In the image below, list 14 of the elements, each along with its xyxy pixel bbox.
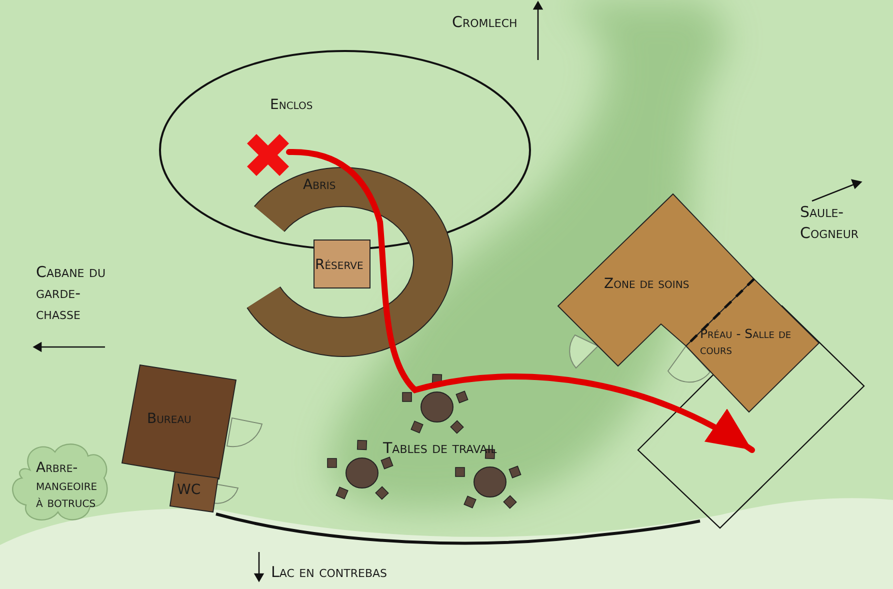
area-label: Enclos (270, 97, 314, 114)
map-label: Lac en contrebas (271, 562, 388, 583)
route-arrow (286, 149, 755, 453)
map-label: Cromlech (452, 12, 518, 33)
area-label: Zone de soins (604, 276, 690, 294)
area-label: Abris (303, 177, 337, 194)
area-label: Arbre-mangeoire à botrucs (36, 460, 98, 512)
map-label: Cabane du garde-chasse (36, 262, 107, 325)
map-label: Tables de travail (383, 438, 498, 459)
map-label: Saule-Cogneur (800, 202, 860, 244)
area-label: WC (177, 482, 202, 500)
area-label: Bureau (147, 411, 192, 428)
area-label: Préau - Salle de cours (700, 326, 792, 358)
area-label: Réserve (315, 257, 364, 274)
